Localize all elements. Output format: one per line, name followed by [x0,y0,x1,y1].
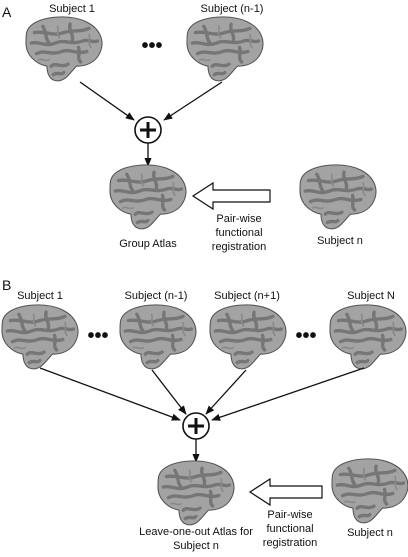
panel-a-brain-group-atlas [108,163,188,231]
panel-b-brain-subject-n-minus-1 [118,303,198,371]
panel-b-atlas-label-line-2: Subject n [173,540,219,552]
panel-a-registration-line-1: Pair-wise [216,213,261,225]
panel-b-registration-line-1: Pair-wise [267,509,312,521]
panel-b-plus-circle-icon [182,412,210,440]
panel-b-ellipsis-right: ••• [295,325,316,347]
panel-b-registration-line-2: functional [266,523,313,535]
panel-b-subject-1-label: Subject 1 [17,290,63,302]
panel-a-registration-arrow [191,181,271,211]
panel-b-arrow-3 [205,369,247,415]
panel-a-subject-n-minus-1-label: Subject (n-1) [201,3,264,15]
panel-b-letter: B [2,277,11,293]
panel-a-brain-subject-n-minus-1 [185,15,265,83]
panel-b-arrow-2 [151,369,187,415]
panel-b-registration-arrow [248,477,323,507]
panel-b-brain-subject-1 [0,303,80,371]
panel-b-subject-n-label: Subject n [347,527,393,539]
panel-b-arrow-1 [39,367,181,421]
panel-a-arrow-left [79,81,135,121]
panel-b-brain-subject-big-n [328,303,408,371]
panel-a-ellipsis: ••• [141,35,162,57]
panel-b-atlas-label-line-1: Leave-one-out Atlas for [139,526,253,538]
panel-b-brain-subject-n-plus-1 [208,303,288,371]
panel-a-group-atlas-label: Group Atlas [119,238,177,250]
panel-b-subject-n-plus-1-label: Subject (n+1) [214,290,280,302]
panel-b-arrow-4 [211,367,365,421]
panel-a-brain-subject-n [298,163,378,231]
panel-a-arrow-right [163,81,223,121]
panel-a-subject-n-label: Subject n [317,235,363,247]
panel-a-subject-1-label: Subject 1 [49,3,95,15]
panel-a-registration-line-2: functional [215,227,262,239]
panel-b-brain-leave-one-out-atlas [156,459,236,527]
panel-b-brain-subject-n [330,457,408,525]
panel-a-registration-line-3: registration [212,241,266,253]
panel-b-subject-n-minus-1-label: Subject (n-1) [125,290,188,302]
panel-a-brain-subject-1 [24,15,104,83]
panel-b-subject-big-n-label: Subject N [347,290,395,302]
panel-b-registration-line-3: registration [263,537,317,549]
panel-a-letter: A [2,4,12,20]
panel-a-plus-circle-icon [134,116,162,144]
panel-b-ellipsis-left: ••• [87,325,108,347]
